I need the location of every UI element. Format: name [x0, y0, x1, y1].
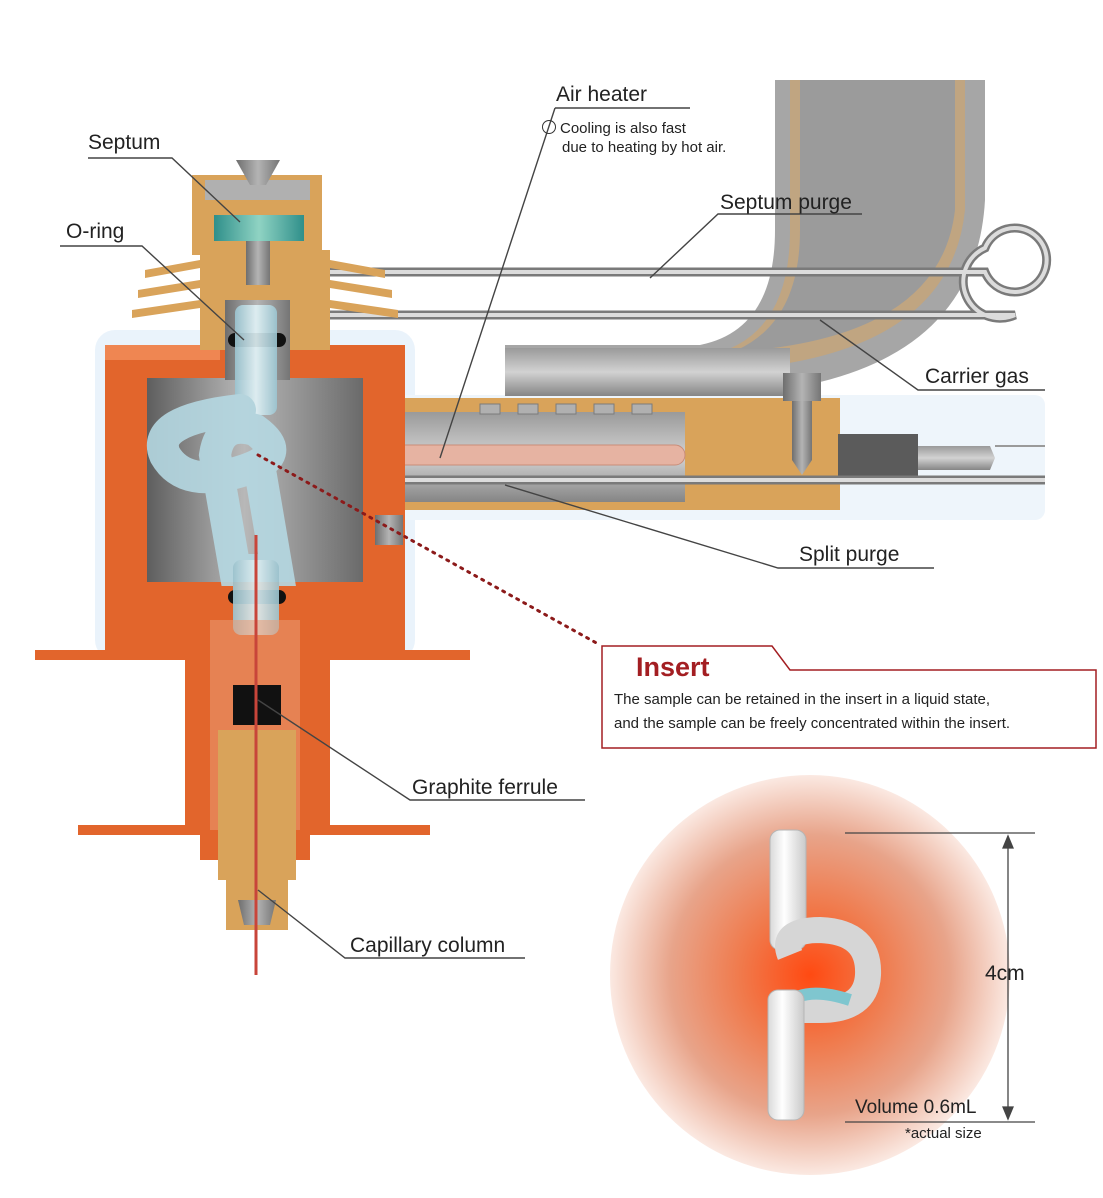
- insert-desc-line-2: and the sample can be freely concentrate…: [614, 715, 1011, 732]
- label-volume: Volume 0.6mL: [855, 1097, 977, 1118]
- dimension-lines: [845, 832, 1035, 1123]
- label-septum-purge: Septum purge: [720, 191, 852, 214]
- air-heater-note-2: due to heating by hot air.: [562, 139, 727, 156]
- needle-channel: [246, 241, 270, 285]
- label-o-ring: O-ring: [66, 220, 125, 243]
- leader-lines: [60, 107, 1045, 959]
- barb-fitting: [918, 446, 995, 470]
- label-actual-size: *actual size: [905, 1125, 982, 1142]
- needle-guide: [236, 160, 280, 185]
- air-heater-note-1: Cooling is also fast: [560, 120, 686, 137]
- insert-pointer: [256, 453, 602, 647]
- label-air-heater: Air heater: [556, 83, 648, 106]
- label-septum: Septum: [88, 131, 161, 154]
- air-heater-note: Cooling is also fast due to heating by h…: [542, 119, 726, 157]
- label-height: 4cm: [985, 962, 1025, 985]
- label-graphite-ferrule: Graphite ferrule: [412, 776, 558, 799]
- duct-inner: [550, 80, 955, 360]
- label-carrier-gas: Carrier gas: [925, 365, 1029, 388]
- insert-description: The sample can be retained in the insert…: [614, 688, 1010, 736]
- insert-photo: [767, 829, 882, 1121]
- insert-desc-line-1: The sample can be retained in the insert…: [614, 691, 991, 708]
- cooling-fins: [132, 260, 398, 318]
- copper-edge-top: [105, 345, 220, 360]
- septum-disk: [214, 215, 304, 241]
- label-capillary-column: Capillary column: [350, 934, 506, 957]
- label-split-purge: Split purge: [799, 543, 900, 566]
- nut-top: [205, 180, 310, 200]
- insert-title: Insert: [636, 652, 710, 682]
- side-screw: [375, 515, 403, 545]
- heater-studs: [479, 403, 653, 415]
- insert-callout-box: [601, 645, 1097, 749]
- bolt-head: [783, 373, 821, 401]
- outlet-fitting: [838, 434, 918, 482]
- heat-glow: [610, 775, 1010, 1175]
- gas-lines: [262, 223, 1052, 323]
- bolt-shaft: [792, 401, 812, 475]
- heater-block-top: [505, 348, 790, 396]
- circle-bullet-icon: [542, 120, 556, 134]
